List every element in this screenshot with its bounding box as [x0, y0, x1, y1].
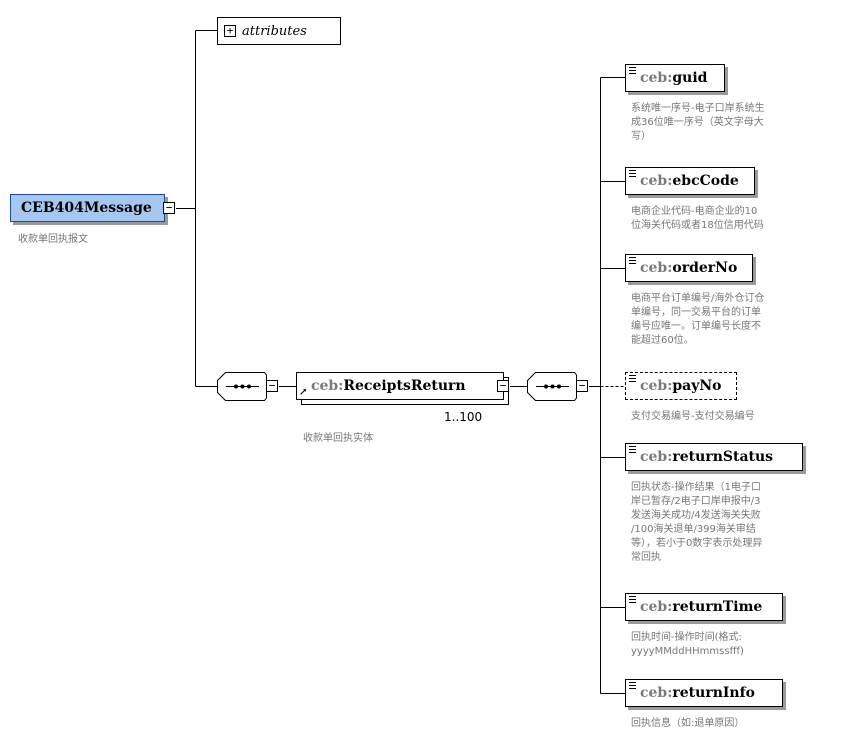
child-element-payno-optional[interactable]: ceb: payNo	[625, 372, 737, 400]
child-prefix: ceb:	[640, 378, 673, 394]
sequence-1-collapse-toggle[interactable]: −	[266, 380, 278, 392]
root-collapse-toggle[interactable]: −	[163, 202, 175, 214]
child-description-returntime: 回执时间-操作时间(格式: yyyyMMddHHmmssfff)	[631, 632, 744, 657]
receipts-return-multiplicity: 1..100	[444, 410, 483, 424]
attributes-label: attributes	[242, 23, 307, 39]
sequence-2-collapse-toggle[interactable]: −	[576, 380, 588, 392]
child-element-returntime[interactable]: ceb: returnTime	[625, 593, 783, 621]
child-name: returnInfo	[672, 685, 755, 701]
child-prefix: ceb:	[640, 449, 673, 465]
receipts-return-node[interactable]: ↗ ceb: ReceiptsReturn	[296, 372, 504, 400]
root-description: 收款单回执报文	[18, 234, 88, 245]
child-prefix: ceb:	[640, 685, 673, 701]
child-name: orderNo	[672, 260, 738, 276]
child-description-returnstatus: 回执状态-操作结果（1电子口 岸已暂存/2电子口岸申报中/3 发送海关成功/4发…	[631, 482, 763, 563]
element-lines-icon	[629, 170, 636, 179]
reference-arrow-icon: ↗	[299, 387, 308, 398]
root-element-name: CEB404Message	[21, 200, 152, 216]
child-element-orderno[interactable]: ceb: orderNo	[625, 254, 753, 282]
sequence-compositor-1[interactable]	[217, 372, 281, 402]
child-element-returninfo[interactable]: ceb: returnInfo	[625, 679, 783, 707]
element-lines-icon	[629, 67, 636, 76]
child-description-payno: 支付交易编号-支付交易编号	[631, 411, 755, 422]
element-lines-icon	[629, 375, 636, 384]
receipts-return-collapse-toggle[interactable]: −	[497, 380, 509, 392]
child-name: returnStatus	[672, 449, 774, 465]
child-description-orderno: 电商平台订单编号/海外仓订仓 单编号，同一交易平台的订单 编号应唯一。订单编号长…	[631, 293, 765, 346]
child-prefix: ceb:	[640, 70, 673, 86]
child-name: guid	[672, 70, 708, 86]
sequence-compositor-2[interactable]	[527, 372, 591, 402]
child-name: payNo	[672, 378, 722, 394]
receipts-return-prefix: ceb:	[311, 378, 344, 394]
child-element-guid[interactable]: ceb: guid	[625, 64, 725, 92]
child-prefix: ceb:	[640, 173, 673, 189]
child-element-ebccode[interactable]: ceb: ebcCode	[625, 167, 755, 195]
child-element-returnstatus[interactable]: ceb: returnStatus	[625, 443, 803, 471]
attributes-node[interactable]: + attributes	[217, 17, 341, 45]
child-name: returnTime	[672, 599, 763, 615]
element-lines-icon	[629, 446, 636, 455]
child-name: ebcCode	[672, 173, 739, 189]
receipts-return-description: 收款单回执实体	[303, 433, 373, 444]
expand-plus-icon[interactable]: +	[224, 25, 236, 37]
child-description-guid: 系统唯一序号-电子口岸系统生 成36位唯一序号（英文字母大 写）	[631, 103, 765, 142]
child-prefix: ceb:	[640, 260, 673, 276]
element-lines-icon	[629, 682, 636, 691]
child-description-returninfo: 回执信息（如:退单原因）	[631, 718, 745, 729]
receipts-return-name: ReceiptsReturn	[343, 378, 466, 394]
root-element-node[interactable]: CEB404Message	[10, 194, 165, 222]
element-lines-icon	[629, 257, 636, 266]
child-description-ebccode: 电商企业代码-电商企业的10 位海关代码或者18位信用代码	[631, 206, 764, 231]
element-lines-icon	[629, 596, 636, 605]
child-prefix: ceb:	[640, 599, 673, 615]
